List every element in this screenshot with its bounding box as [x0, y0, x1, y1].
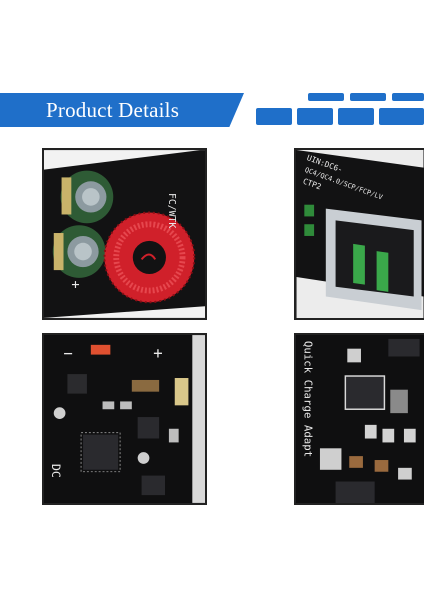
decor-brick	[308, 93, 344, 101]
product-photo-qc-board: Quick Charge Adapt	[294, 333, 424, 505]
led-icon	[90, 344, 111, 355]
plus-marker: +	[71, 277, 79, 293]
capacitor-icon	[52, 225, 106, 278]
silkscreen-label: DC	[49, 464, 63, 478]
product-photo-ic-board: + − DC	[42, 333, 207, 505]
inductor-icon	[103, 211, 196, 304]
mosfet-icon	[344, 375, 386, 410]
header-banner	[0, 93, 244, 127]
inductor-board-image: FC/WTK +	[44, 150, 205, 318]
silkscreen-label: FC/WTK	[166, 193, 177, 228]
usb-port-icon	[325, 208, 422, 311]
ic-chip-icon	[80, 432, 121, 473]
silkscreen-label: Quick Charge Adapt	[301, 341, 314, 457]
product-photo-usb: UIN:DC6- QC4/QC4.0/SCP/FCP/LV CTP2	[294, 148, 424, 320]
ic-board-image: + − DC	[44, 335, 205, 503]
decor-brick	[297, 108, 333, 125]
decor-brick	[379, 108, 424, 125]
decor-brick	[256, 108, 292, 125]
decor-brick	[338, 108, 374, 125]
plus-marker: +	[153, 345, 162, 363]
page-title: Product Details	[46, 98, 180, 122]
product-photo-inductor: FC/WTK +	[42, 148, 207, 320]
capacitor-icon	[60, 170, 114, 224]
decor-brick	[350, 93, 386, 101]
usb-board-image: UIN:DC6- QC4/QC4.0/SCP/FCP/LV CTP2	[296, 150, 424, 318]
qc-board-image: Quick Charge Adapt	[296, 335, 424, 503]
decor-brick	[392, 93, 424, 101]
minus-marker: −	[64, 345, 73, 363]
